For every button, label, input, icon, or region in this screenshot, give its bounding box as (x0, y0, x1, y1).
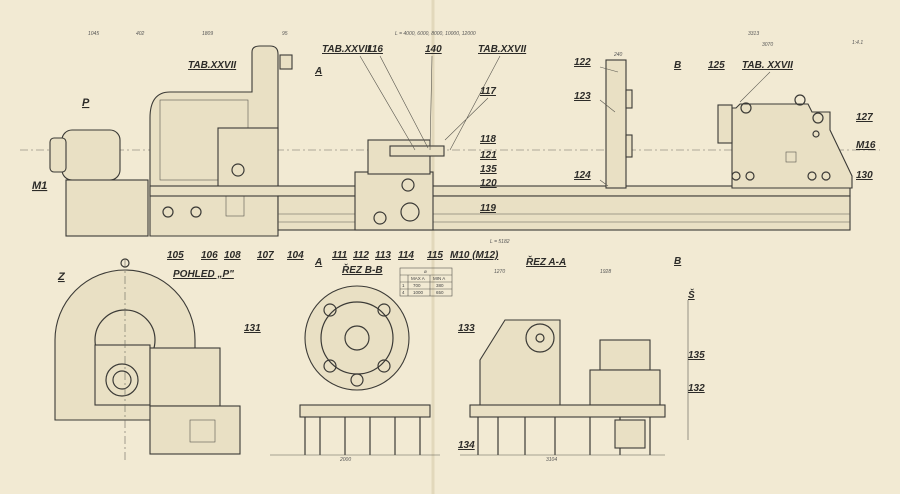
callout: TAB. XXVII (742, 60, 793, 71)
dim: 402 (136, 31, 145, 37)
callout: A (314, 66, 322, 77)
callout: 114 (398, 250, 414, 261)
callout: 106 (201, 250, 218, 261)
dimensions: 1045 402 1809 95 L = 4000, 6000, 8000, 1… (88, 31, 863, 463)
table-cell: 380 (436, 283, 444, 288)
callout: M1 (32, 180, 47, 192)
table-header: ø (424, 269, 427, 274)
callout: B (674, 60, 681, 71)
tailstock (731, 103, 853, 189)
dim: 240 (613, 52, 623, 58)
size-table: ø MAX A MIN A 1 700 380 4 1000 650 (399, 267, 453, 297)
dim: L = 5182 (490, 239, 510, 245)
dim: 3313 (748, 31, 759, 37)
callout: TAB.XXVII (322, 44, 370, 55)
callout: 133 (458, 323, 475, 334)
callout: M10 (M12) (450, 250, 499, 261)
dim: 1045 (88, 31, 99, 37)
callout: 134 (458, 440, 475, 451)
callout: Š (688, 288, 695, 301)
top-callouts: TAB.XXVII TAB.XXVII 116 140 TAB.XXVII 11… (32, 44, 876, 214)
callout: 107 (257, 250, 274, 261)
section-title: POHLED „P" (173, 269, 234, 280)
callout: 108 (224, 250, 241, 261)
callout: P (82, 97, 90, 109)
callout: 124 (574, 170, 591, 181)
callout: 121 (480, 150, 497, 161)
callout: 117 (480, 86, 496, 97)
callout: M16 (856, 140, 876, 151)
callout: 127 (856, 112, 873, 123)
callout: 120 (480, 178, 497, 189)
callout: 115 (427, 250, 443, 261)
dim: 1:4.1 (852, 40, 863, 46)
callout: 125 (708, 60, 725, 71)
callout: B (674, 256, 681, 267)
callout: A (314, 257, 322, 268)
bottom-callouts: 105 106 108 107 104 A 111 112 113 114 11… (57, 250, 705, 451)
callout: 116 (367, 44, 383, 55)
callout: 123 (574, 91, 591, 102)
carriage (354, 171, 434, 231)
callout: 140 (425, 44, 442, 55)
section-b-b (270, 285, 440, 456)
dim: L = 4000, 6000, 8000, 10000, 12000 (395, 31, 476, 37)
callout: 105 (167, 250, 184, 261)
dim: 1928 (600, 269, 611, 275)
section-title: ŘEZ A-A (526, 255, 566, 268)
callout: 104 (287, 250, 304, 261)
motor-base (65, 179, 149, 237)
callout: 135 (480, 164, 497, 175)
section-a-a (460, 300, 689, 456)
callout: 118 (480, 134, 496, 145)
callout: 119 (480, 203, 496, 214)
dim: 1270 (494, 269, 505, 275)
table-cell: 650 (436, 290, 444, 295)
dim: 1809 (202, 31, 213, 37)
callout: TAB.XXVII (188, 60, 236, 71)
callout: 111 (332, 250, 348, 261)
table-cell: 700 (413, 283, 421, 288)
callout: 130 (856, 170, 873, 181)
table-col: MIN A (433, 276, 445, 281)
side-elevation (20, 45, 880, 237)
callout: 131 (244, 323, 261, 334)
callout: 122 (574, 57, 591, 68)
callout: Z (57, 271, 66, 283)
section-title: ŘEZ B-B (342, 263, 383, 276)
gearbox (217, 127, 279, 189)
dim: 3104 (546, 457, 557, 463)
dim: 95 (282, 31, 288, 37)
motor (61, 129, 121, 181)
dim: 2000 (339, 457, 351, 463)
view-p (54, 258, 241, 460)
table-cell: 4 (402, 290, 405, 295)
callout: 113 (375, 250, 391, 261)
table-cell: 1 (402, 283, 405, 288)
callout: 135 (688, 350, 705, 361)
callout: 132 (688, 383, 705, 394)
callout: TAB.XXVII (478, 44, 526, 55)
dim: 3070 (762, 42, 773, 48)
table-col: MAX A (411, 276, 425, 281)
table-cell: 1000 (413, 290, 424, 295)
callout: 112 (353, 250, 369, 261)
steady-rest (605, 59, 627, 189)
